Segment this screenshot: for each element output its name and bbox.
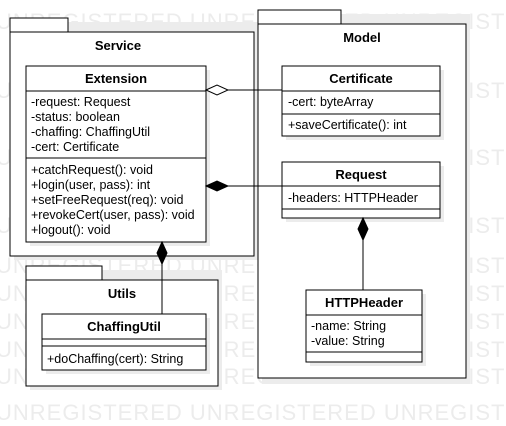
class-box xyxy=(305,289,423,363)
class-attribute: -status: boolean xyxy=(31,110,120,124)
class-chaffingutil[interactable]: ChaffingUtil +doChaffing(cert): String xyxy=(41,313,210,374)
class-box xyxy=(281,65,441,137)
composition-diamond xyxy=(357,216,369,242)
class-operation: +revokeCert(user, pass): void xyxy=(31,208,195,222)
class-attribute: -chaffing: ChaffingUtil xyxy=(31,125,150,139)
aggregation-diamond xyxy=(204,84,230,96)
class-attribute: -headers: HTTPHeader xyxy=(288,191,418,205)
class-operation: +setFreeRequest(req): void xyxy=(31,193,184,207)
class-name: Request xyxy=(335,167,387,182)
composition-diamond xyxy=(156,240,168,266)
class-box xyxy=(41,313,207,371)
relationships xyxy=(156,84,369,314)
package-tab xyxy=(9,17,69,33)
class-attribute: -request: Request xyxy=(31,95,131,109)
package-title-service: Service xyxy=(95,38,141,53)
class-operation: +catchRequest(): void xyxy=(31,163,153,177)
package-title-model: Model xyxy=(343,30,381,45)
class-operation: +doChaffing(cert): String xyxy=(47,352,183,366)
class-name: ChaffingUtil xyxy=(87,319,161,334)
class-operation: +login(user, pass): int xyxy=(31,178,151,192)
class-httpheader[interactable]: HTTPHeader -name: String -value: String xyxy=(305,289,426,366)
class-name: Extension xyxy=(85,71,147,86)
package-tab xyxy=(25,265,103,281)
class-request[interactable]: Request -headers: HTTPHeader xyxy=(281,161,444,222)
package-title-utils: Utils xyxy=(108,286,136,301)
class-certificate[interactable]: Certificate -cert: byteArray +saveCertif… xyxy=(281,65,444,140)
composition-diamond xyxy=(204,180,230,192)
class-name: Certificate xyxy=(329,71,393,86)
class-attribute: -cert: byteArray xyxy=(288,95,374,109)
package-tab xyxy=(257,9,342,25)
class-attribute: -cert: Certificate xyxy=(31,140,119,154)
class-operation: +saveCertificate(): int xyxy=(288,118,407,132)
class-attribute: -value: String xyxy=(311,334,385,348)
class-box xyxy=(25,65,207,243)
class-name: HTTPHeader xyxy=(325,295,403,310)
watermark-row: UNREGISTERED UNREGISTERED UNREGISTERED xyxy=(0,400,506,425)
class-extension[interactable]: Extension -request: Request -status: boo… xyxy=(25,65,210,246)
class-operation: +logout(): void xyxy=(31,223,111,237)
class-attribute: -name: String xyxy=(311,319,386,333)
